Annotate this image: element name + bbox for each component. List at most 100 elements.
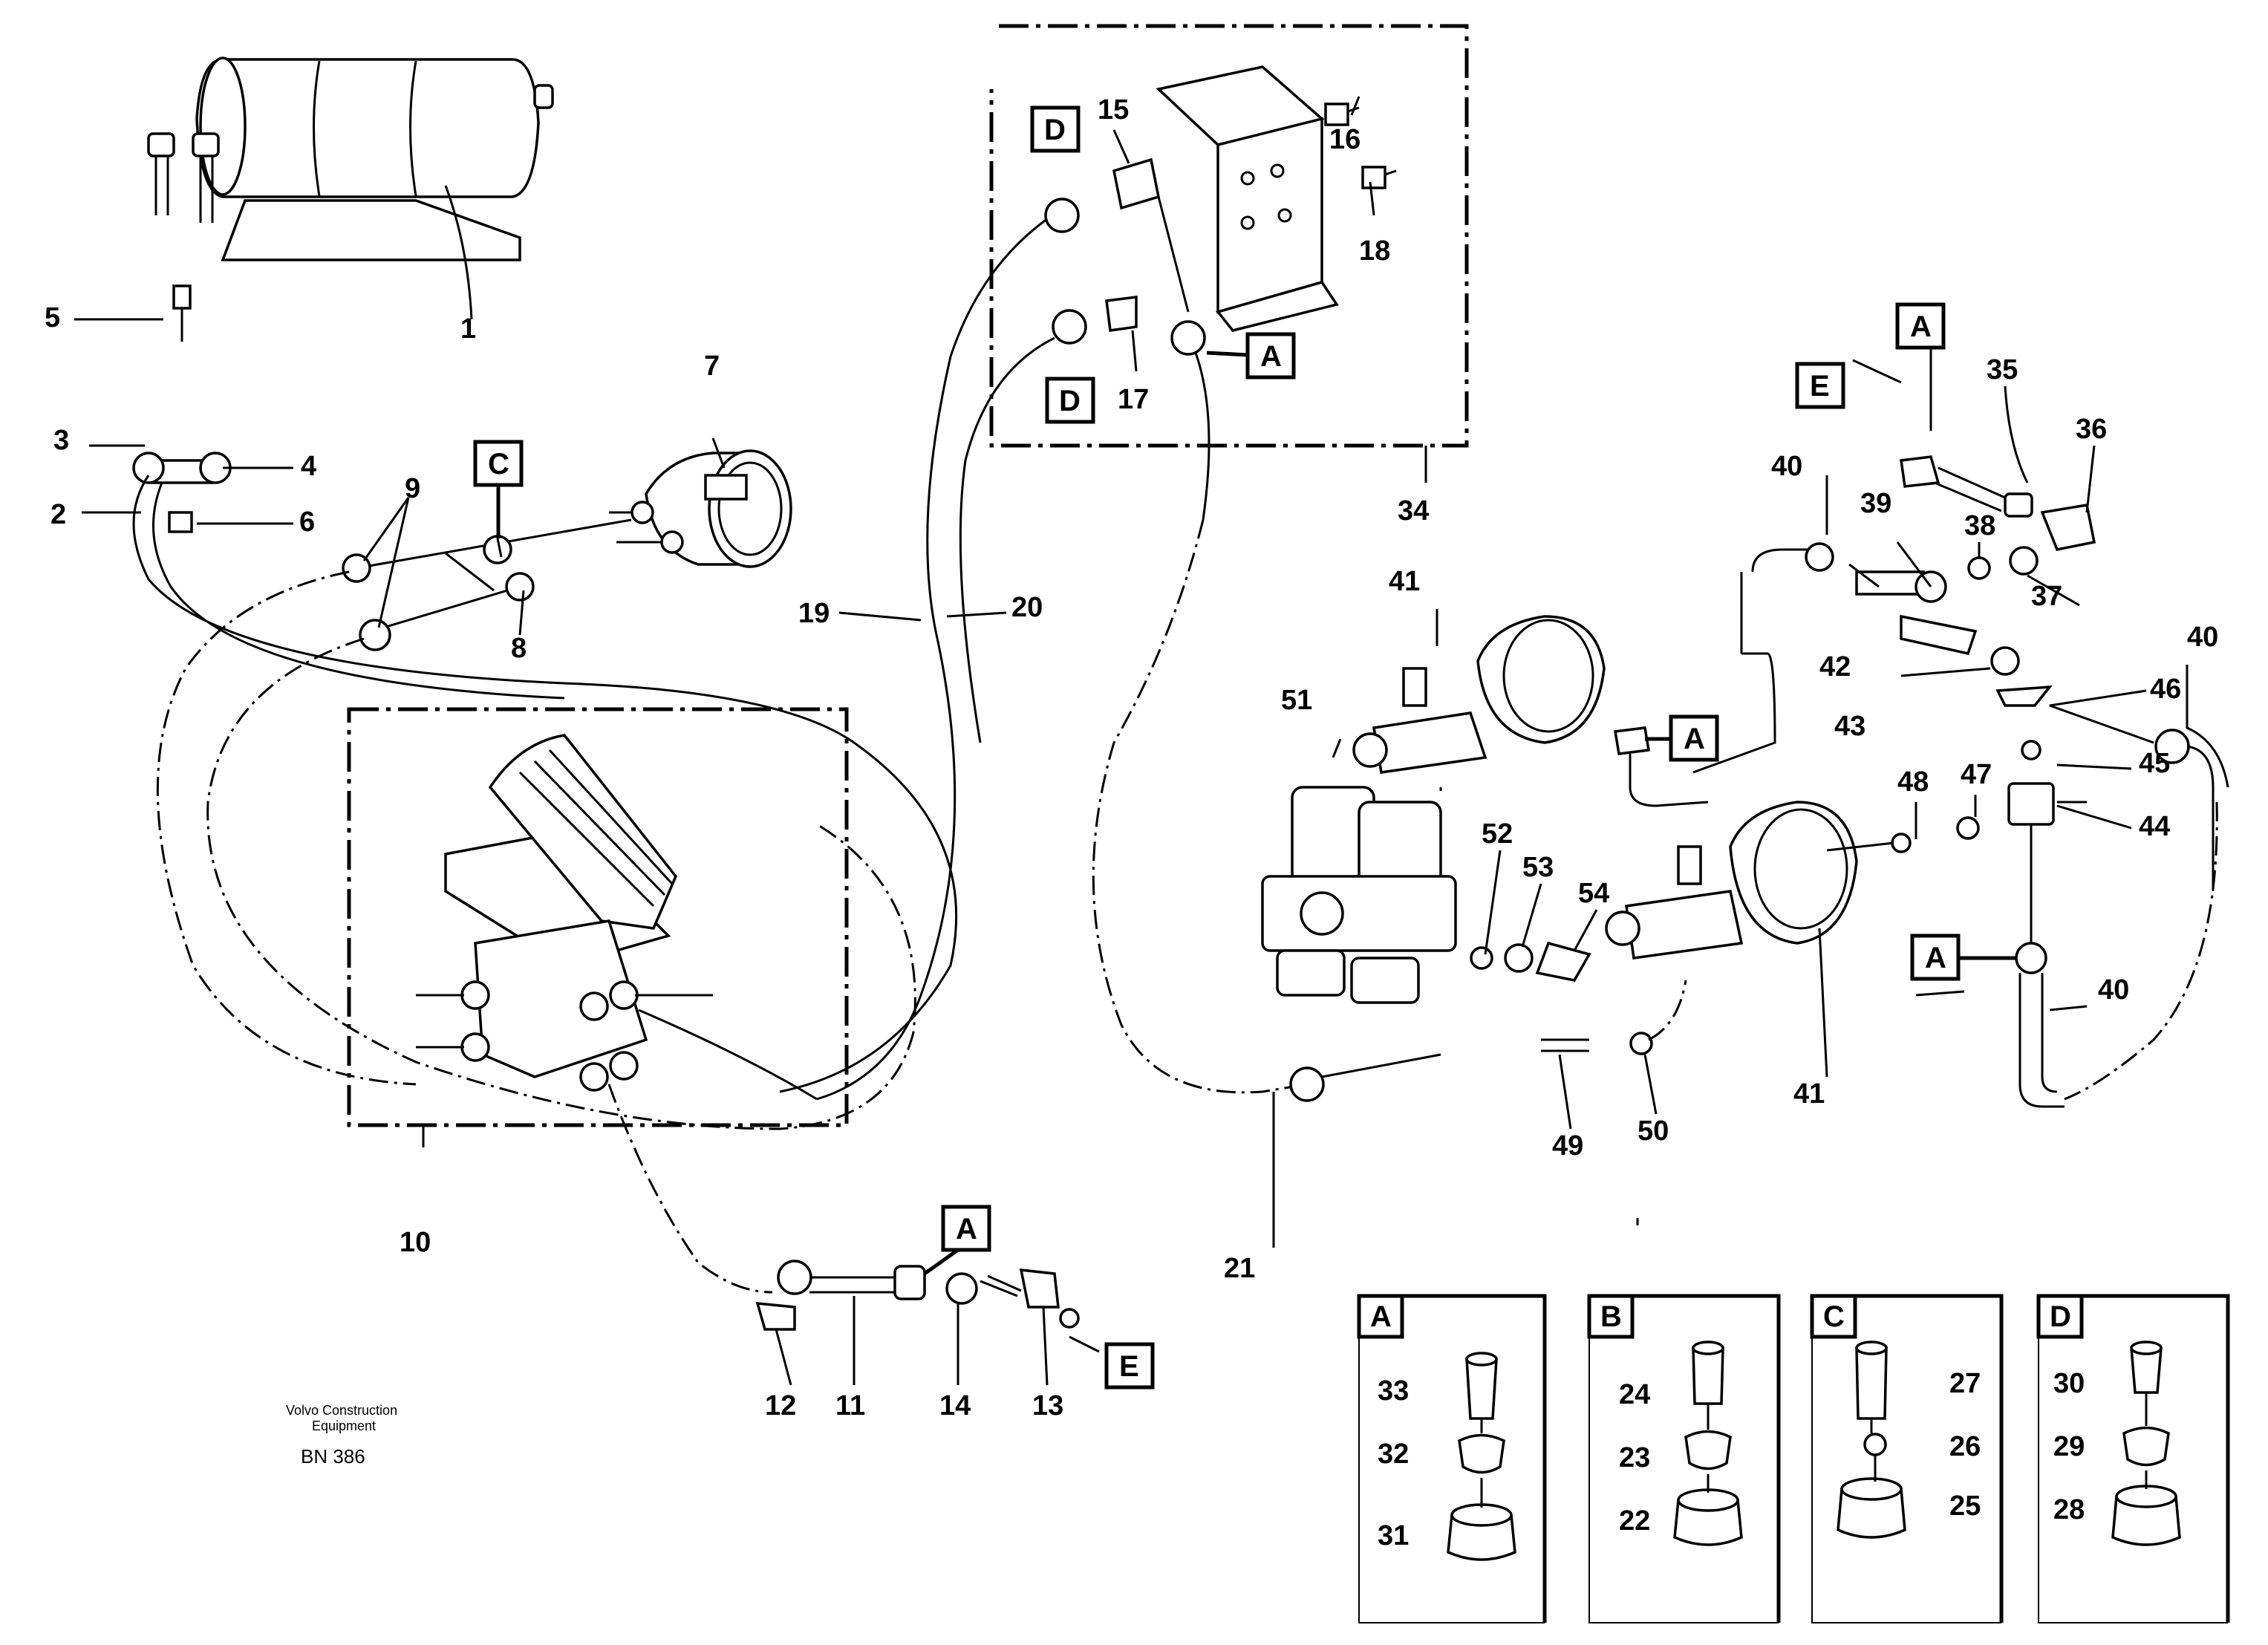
tag-d: D bbox=[1059, 385, 1081, 417]
tag-a: A bbox=[1260, 340, 1282, 373]
inset-b-label: B bbox=[1600, 1300, 1622, 1333]
label-14: 14 bbox=[939, 1390, 971, 1421]
tag-d-box bbox=[1030, 105, 1081, 153]
label-31: 31 bbox=[1378, 1520, 1409, 1551]
label-33: 33 bbox=[1378, 1375, 1409, 1407]
label-49: 49 bbox=[1552, 1130, 1583, 1162]
label-38: 38 bbox=[1964, 510, 1995, 541]
brake-cylinder-lower bbox=[1605, 801, 1858, 960]
group-frames bbox=[347, 24, 1469, 1127]
label-46: 46 bbox=[2150, 674, 2181, 705]
label-4: 4 bbox=[301, 451, 316, 482]
label-39: 39 bbox=[1860, 488, 1891, 519]
credit-line-1: Volvo Construction bbox=[286, 1403, 397, 1418]
part-numbers: 1 2 3 4 5 6 7 8 9 10 11 12 13 14 15 16 1… bbox=[45, 94, 2218, 1551]
label-3: 3 bbox=[53, 425, 69, 456]
label-37: 37 bbox=[2031, 581, 2062, 612]
label-18: 18 bbox=[1359, 235, 1390, 267]
label-54: 54 bbox=[1578, 878, 1609, 909]
drawing-code: BN 386 bbox=[301, 1445, 365, 1468]
label-6: 6 bbox=[299, 506, 315, 538]
label-29: 29 bbox=[2053, 1431, 2085, 1462]
label-25: 25 bbox=[1949, 1491, 1981, 1522]
tag-a: A bbox=[1925, 942, 1946, 974]
reference-tags: D D A C A E A A E A bbox=[473, 105, 2016, 1390]
label-40: 40 bbox=[1771, 451, 1802, 482]
brake-pedal-valve bbox=[416, 734, 818, 1294]
air-reservoir bbox=[147, 56, 554, 261]
tag-c: C bbox=[488, 448, 509, 481]
bracket-assembly bbox=[1044, 65, 1397, 356]
label-48: 48 bbox=[1897, 766, 1929, 798]
label-50: 50 bbox=[1638, 1115, 1669, 1147]
label-24: 24 bbox=[1619, 1379, 1650, 1410]
label-42: 42 bbox=[1819, 651, 1851, 683]
label-9: 9 bbox=[405, 473, 420, 504]
lower-fittings bbox=[755, 1260, 1080, 1331]
pressure-gauge bbox=[609, 449, 792, 568]
tag-a-box bbox=[1245, 332, 1296, 380]
label-22: 22 bbox=[1619, 1505, 1650, 1537]
air-lines bbox=[816, 218, 1441, 1102]
label-16: 16 bbox=[1329, 124, 1361, 155]
label-5: 5 bbox=[45, 302, 60, 333]
bracket-assembly-frame bbox=[989, 24, 1469, 448]
leader-lines bbox=[74, 96, 2229, 1386]
tag-e-box bbox=[1104, 1342, 1155, 1390]
tag-d-box bbox=[1045, 377, 1095, 424]
label-23: 23 bbox=[1619, 1442, 1650, 1473]
label-1: 1 bbox=[460, 313, 476, 345]
credit-block: Volvo Construction Equipment BN 386 bbox=[286, 1403, 397, 1468]
tag-e: E bbox=[1810, 370, 1830, 403]
tag-e-box bbox=[1795, 362, 1845, 409]
label-10: 10 bbox=[400, 1227, 431, 1258]
label-32: 32 bbox=[1378, 1439, 1409, 1470]
label-20: 20 bbox=[1011, 592, 1043, 623]
label-11: 11 bbox=[835, 1390, 865, 1421]
label-43: 43 bbox=[1834, 711, 1865, 742]
tag-e: E bbox=[1119, 1350, 1139, 1383]
detail-inset-d: D bbox=[2036, 1294, 2230, 1623]
label-26: 26 bbox=[1949, 1431, 1981, 1462]
tag-a: A bbox=[956, 1213, 977, 1245]
label-51: 51 bbox=[1281, 685, 1312, 716]
label-34: 34 bbox=[1398, 495, 1429, 527]
tag-d: D bbox=[1044, 114, 1066, 146]
label-8: 8 bbox=[511, 633, 527, 664]
label-52: 52 bbox=[1482, 818, 1513, 850]
label-41: 41 bbox=[1793, 1078, 1825, 1110]
detail-inset-c: C bbox=[1810, 1294, 2004, 1623]
label-45: 45 bbox=[2139, 748, 2170, 779]
inset-d-label: D bbox=[2050, 1300, 2071, 1333]
label-13: 13 bbox=[1032, 1390, 1063, 1421]
credit-line-2: Equipment bbox=[312, 1418, 376, 1433]
label-40: 40 bbox=[2187, 622, 2218, 653]
label-19: 19 bbox=[798, 598, 830, 629]
label-2: 2 bbox=[50, 499, 66, 530]
label-53: 53 bbox=[1522, 852, 1554, 883]
label-21: 21 bbox=[1224, 1253, 1255, 1284]
label-47: 47 bbox=[1961, 759, 1992, 790]
label-44: 44 bbox=[2139, 811, 2170, 842]
brake-valve-assembly-frame bbox=[347, 707, 849, 1127]
tag-a: A bbox=[1684, 723, 1705, 755]
label-28: 28 bbox=[2053, 1494, 2085, 1525]
detail-inset-a: A bbox=[1357, 1294, 1547, 1623]
label-35: 35 bbox=[1987, 354, 2018, 385]
inset-a-label: A bbox=[1370, 1300, 1392, 1333]
tag-a-box bbox=[1895, 302, 1946, 350]
label-40: 40 bbox=[2098, 974, 2129, 1006]
brake-cylinder-upper bbox=[1352, 615, 1606, 774]
inset-c-label: C bbox=[1823, 1300, 1845, 1333]
right-fittings bbox=[1613, 455, 2218, 1108]
tag-a-box bbox=[941, 1205, 991, 1252]
label-17: 17 bbox=[1118, 384, 1149, 415]
label-7: 7 bbox=[704, 351, 720, 382]
relay-valve bbox=[1261, 786, 1687, 1055]
clamp-assembly bbox=[132, 284, 958, 1093]
detail-inset-b: B bbox=[1587, 1294, 1781, 1623]
label-27: 27 bbox=[1949, 1368, 1981, 1399]
label-12: 12 bbox=[765, 1390, 796, 1421]
label-30: 30 bbox=[2053, 1368, 2085, 1399]
